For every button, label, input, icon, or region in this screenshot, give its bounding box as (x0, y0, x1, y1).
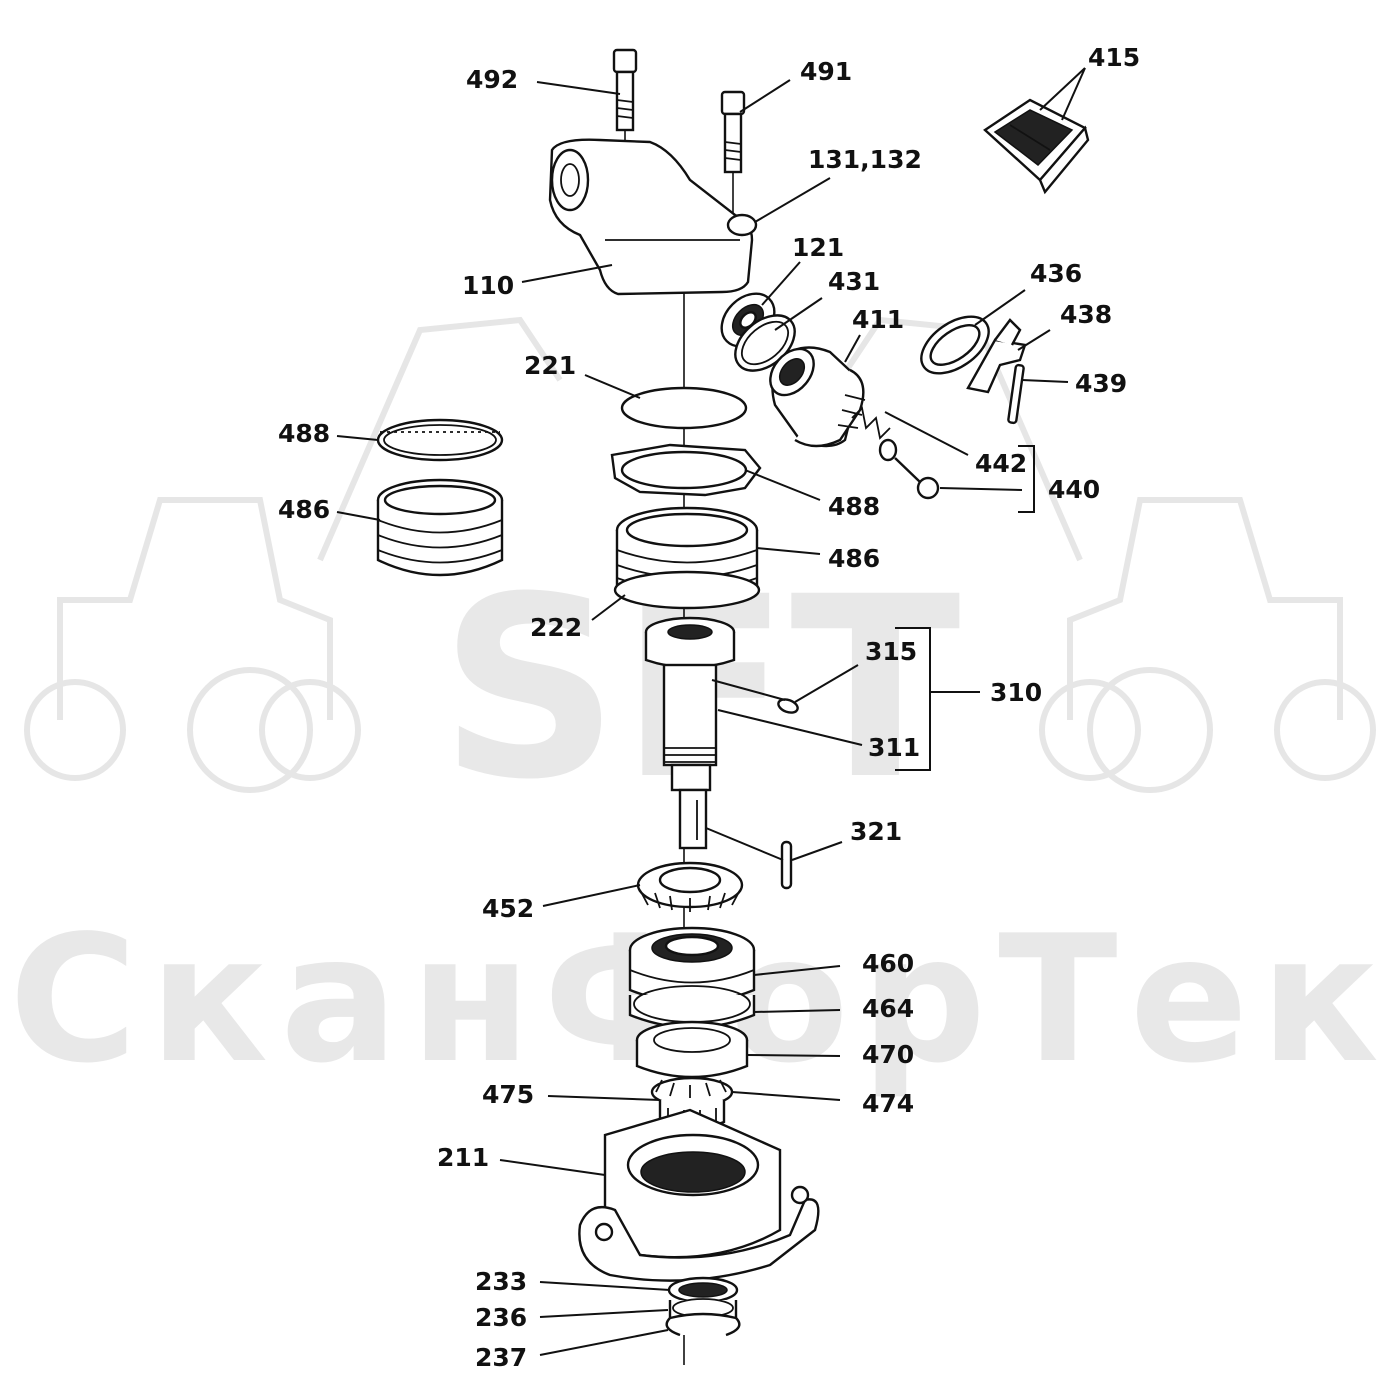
label-222: 222 (530, 613, 582, 642)
label-442: 442 (975, 449, 1027, 478)
label-110: 110 (462, 271, 514, 300)
label-492: 492 (466, 65, 518, 94)
part-labels: 492 491 415 131,132 121 110 431 436 411 … (278, 43, 1140, 1372)
label-436: 436 (1030, 259, 1082, 288)
circlip-237 (665, 1312, 741, 1337)
label-470: 470 (862, 1040, 914, 1069)
bracket-440 (1018, 445, 1035, 513)
label-121: 121 (792, 233, 844, 262)
label-211: 211 (437, 1143, 489, 1172)
gasket-488-center (610, 443, 762, 497)
label-233: 233 (475, 1267, 527, 1296)
label-411: 411 (852, 305, 904, 334)
label-310: 310 (990, 678, 1042, 707)
label-460: 460 (862, 949, 914, 978)
label-486-right: 486 (828, 544, 880, 573)
label-491: 491 (800, 57, 852, 86)
label-131-132: 131,132 (808, 145, 922, 174)
bracket-310 (895, 627, 980, 771)
bearing-470 (635, 1020, 749, 1079)
pin-439 (1007, 363, 1025, 425)
leader-lines (336, 67, 1086, 1356)
housing-110 (548, 138, 758, 296)
key-315 (777, 698, 799, 714)
watermark-tractor-left (24, 316, 563, 793)
label-438: 438 (1060, 300, 1112, 329)
label-221: 221 (524, 351, 576, 380)
o-ring-222 (613, 570, 761, 610)
label-315: 315 (865, 637, 917, 666)
label-475: 475 (482, 1080, 534, 1109)
pinion-411 (769, 346, 866, 448)
label-440: 440 (1048, 475, 1100, 504)
ring-436 (920, 315, 990, 375)
label-236: 236 (475, 1303, 527, 1332)
fork-438 (966, 318, 1027, 394)
label-452: 452 (482, 894, 534, 923)
label-415: 415 (1088, 43, 1140, 72)
bevel-gear-452 (636, 861, 744, 912)
o-ring-221 (620, 386, 748, 430)
detent-440 (894, 457, 940, 500)
sensor-415 (983, 98, 1090, 195)
label-488-right: 488 (828, 492, 880, 521)
pin-321 (780, 840, 793, 890)
label-237: 237 (475, 1343, 527, 1372)
spring-442 (851, 406, 898, 462)
ring-488-left (376, 418, 504, 462)
piston-486-left (376, 478, 504, 577)
label-474: 474 (862, 1089, 914, 1118)
label-311: 311 (868, 733, 920, 762)
label-464: 464 (862, 994, 914, 1023)
label-488-left: 488 (278, 419, 330, 448)
shaft-311 (644, 616, 736, 850)
label-321: 321 (850, 817, 902, 846)
label-439: 439 (1075, 369, 1127, 398)
label-431: 431 (828, 267, 880, 296)
label-486-left: 486 (278, 495, 330, 524)
base-211 (578, 1108, 820, 1282)
piston-486-center (615, 506, 759, 607)
